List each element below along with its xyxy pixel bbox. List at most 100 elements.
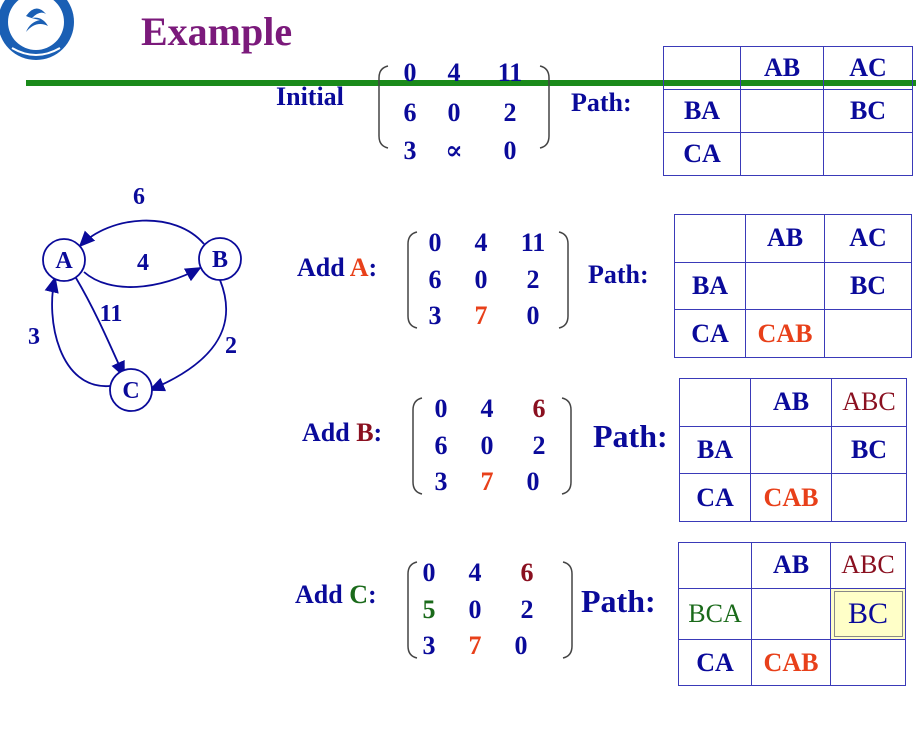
path-cell-highlighted: BC bbox=[830, 587, 906, 641]
edge-b-a bbox=[78, 219, 205, 248]
path-label: Path: bbox=[588, 260, 649, 289]
step-label-prefix: Initial bbox=[276, 82, 344, 111]
matrix-cell-updated: 5 bbox=[422, 595, 436, 624]
step-label-node: B bbox=[356, 418, 374, 447]
path-cell: AB bbox=[751, 542, 831, 589]
path-cell: BC bbox=[823, 89, 913, 133]
step-initial-label: Initial bbox=[276, 82, 344, 112]
step-label-prefix: Add bbox=[302, 418, 357, 447]
matrix-cell: 6 bbox=[520, 558, 534, 587]
matrix-cell: 0 bbox=[428, 228, 442, 257]
matrix-cell: 0 bbox=[422, 558, 436, 587]
matrix-cell: 6 bbox=[403, 98, 417, 127]
path-cell bbox=[750, 425, 832, 475]
path-cell-updated: ABC bbox=[831, 378, 907, 427]
path-cell: CAB bbox=[751, 639, 831, 686]
path-cell: BA bbox=[663, 89, 741, 133]
edge-weight-3: 3 bbox=[28, 324, 40, 350]
path-cell bbox=[674, 214, 746, 263]
matrix-cell-updated: 7 bbox=[474, 301, 488, 330]
path-cell bbox=[663, 46, 741, 90]
matrix-cell: 4 bbox=[474, 228, 488, 257]
graph-diagram: A B C 6 4 11 3 2 bbox=[28, 184, 242, 412]
matrix-cell: 0 bbox=[503, 136, 517, 165]
matrix-brackets bbox=[407, 231, 569, 329]
node-a bbox=[42, 238, 86, 282]
edge-weight-11: 11 bbox=[100, 301, 123, 327]
matrix-cell-updated: 6 bbox=[532, 394, 546, 423]
matrix-cell: 7 bbox=[480, 467, 494, 496]
page-title: Example bbox=[141, 9, 293, 54]
matrix-cell: ∝ bbox=[445, 136, 463, 165]
edge-c-a bbox=[44, 276, 111, 387]
edge-weight-6: 6 bbox=[133, 184, 145, 210]
path-cell: AB bbox=[750, 378, 832, 427]
matrix-cell: 7 bbox=[468, 631, 482, 660]
path-cell: AC bbox=[824, 214, 912, 263]
node-a-label: A bbox=[55, 248, 73, 274]
path-cell bbox=[745, 261, 825, 311]
matrix-cell: 3 bbox=[428, 301, 442, 330]
path-cell: AC bbox=[823, 46, 913, 90]
path-cell bbox=[679, 378, 751, 427]
matrix-brackets bbox=[407, 561, 573, 659]
matrix-cell: 0 bbox=[403, 58, 417, 87]
path-cell bbox=[751, 587, 831, 641]
matrix-add-a: 0 4 11 6 0 2 3 7 0 bbox=[418, 228, 568, 338]
path-cell-updated: BCA bbox=[678, 587, 752, 641]
title-divider bbox=[26, 80, 916, 86]
matrix-initial: 0 4 11 6 0 2 3 ∝ 0 bbox=[393, 58, 543, 168]
matrix-cell: 2 bbox=[532, 431, 546, 460]
matrix-cell: 0 bbox=[474, 265, 488, 294]
edge-a-b bbox=[83, 267, 202, 288]
node-b-label: B bbox=[212, 247, 228, 273]
matrix-cell: 3 bbox=[434, 467, 448, 496]
matrix-cell: 0 bbox=[434, 394, 448, 423]
step-label-prefix: Add bbox=[297, 253, 350, 282]
path-cell: AB bbox=[740, 46, 824, 90]
matrix-add-b: 0 4 6 6 0 2 3 7 0 bbox=[424, 394, 574, 504]
matrix-cell: 6 bbox=[428, 265, 442, 294]
matrix-brackets bbox=[378, 65, 550, 149]
matrix-cell: 0 bbox=[447, 98, 461, 127]
matrix-cell: 4 bbox=[468, 558, 482, 587]
path-cell: AB bbox=[745, 214, 825, 263]
step-label-suffix: : bbox=[368, 253, 378, 282]
path-cell: CAB bbox=[750, 473, 832, 522]
path-cell bbox=[823, 132, 913, 176]
school-logo bbox=[0, 0, 74, 60]
matrix-cell: 2 bbox=[503, 98, 517, 127]
path-cell-updated: CAB bbox=[745, 309, 825, 358]
path-cell: CA bbox=[674, 309, 746, 358]
step-label-node: C bbox=[349, 580, 368, 609]
path-cell bbox=[740, 89, 824, 133]
path-cell bbox=[678, 542, 752, 589]
matrix-cell: 2 bbox=[520, 595, 534, 624]
matrix-cell: 3 bbox=[422, 631, 436, 660]
path-cell bbox=[824, 309, 912, 358]
step-add-a-label: Add A: bbox=[297, 253, 377, 283]
matrix-cell: 4 bbox=[447, 58, 461, 87]
path-cell: CA bbox=[663, 132, 741, 176]
matrix-add-c: 0 4 6 5 0 2 3 7 0 bbox=[412, 558, 562, 668]
node-c-label: C bbox=[122, 378, 139, 404]
node-b bbox=[198, 237, 242, 281]
matrix-cell: 6 bbox=[434, 431, 448, 460]
edge-a-c bbox=[75, 277, 125, 378]
path-cell: BC bbox=[831, 425, 907, 475]
path-cell: BC bbox=[824, 261, 912, 311]
matrix-cell: 4 bbox=[480, 394, 494, 423]
edge-b-c bbox=[148, 279, 228, 392]
path-cell: ABC bbox=[830, 542, 906, 589]
matrix-cell: 11 bbox=[520, 228, 546, 257]
matrix-cell: 3 bbox=[403, 136, 417, 165]
path-cell: CA bbox=[678, 639, 752, 686]
path-cell bbox=[830, 639, 906, 686]
path-cell: BA bbox=[674, 261, 746, 311]
path-cell bbox=[831, 473, 907, 522]
step-label-node: A bbox=[349, 253, 369, 282]
path-label: Path: bbox=[593, 418, 668, 454]
matrix-cell: 2 bbox=[526, 265, 540, 294]
step-label-suffix: : bbox=[367, 580, 377, 609]
